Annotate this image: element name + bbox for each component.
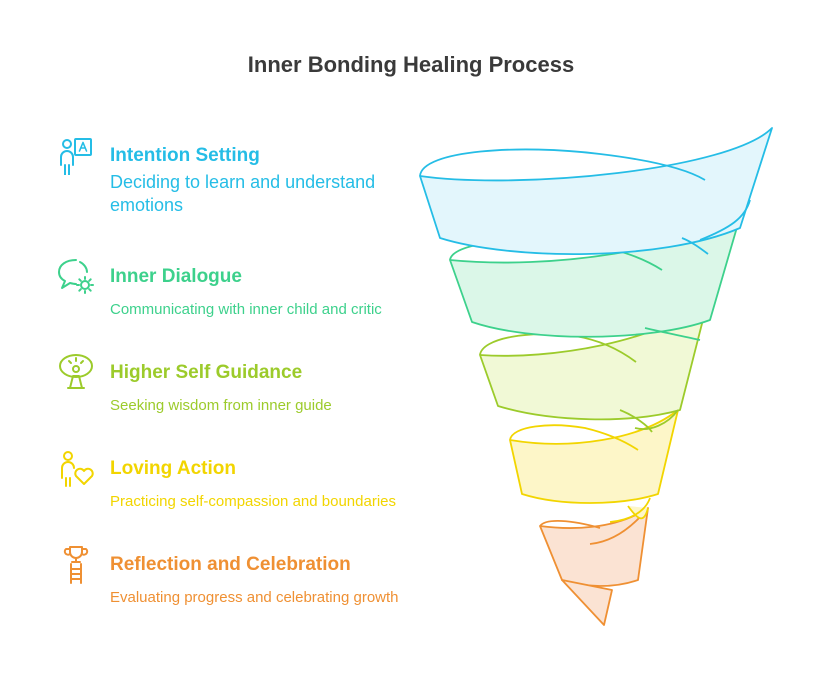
step-heading: Higher Self Guidance [110,362,303,383]
step-description: Seeking wisdom from inner guide [110,397,332,414]
step-heading: Reflection and Celebration [110,554,351,575]
step-description: Deciding to learn and understand emotion… [110,172,376,216]
step-description: Communicating with inner child and criti… [110,301,382,318]
step-description: Practicing self-compassion and boundarie… [110,493,396,510]
speech-bubble-gear-icon [58,259,94,294]
step-heading: Inner Dialogue [110,266,242,287]
diagram-title: Inner Bonding Healing Process [247,52,575,77]
step-heading: Loving Action [110,458,236,479]
person-heart-icon [61,451,94,487]
person-presentation-icon [60,138,92,175]
trophy-ladder-icon [63,546,89,584]
funnel-tier-5 [539,507,649,626]
step-heading: Intention Setting [110,145,260,166]
spiral-funnel-graphic [419,127,773,626]
meditating-person-icon [59,354,93,389]
step-description: Evaluating progress and celebrating grow… [110,589,399,606]
funnel-tier-1 [419,127,773,255]
